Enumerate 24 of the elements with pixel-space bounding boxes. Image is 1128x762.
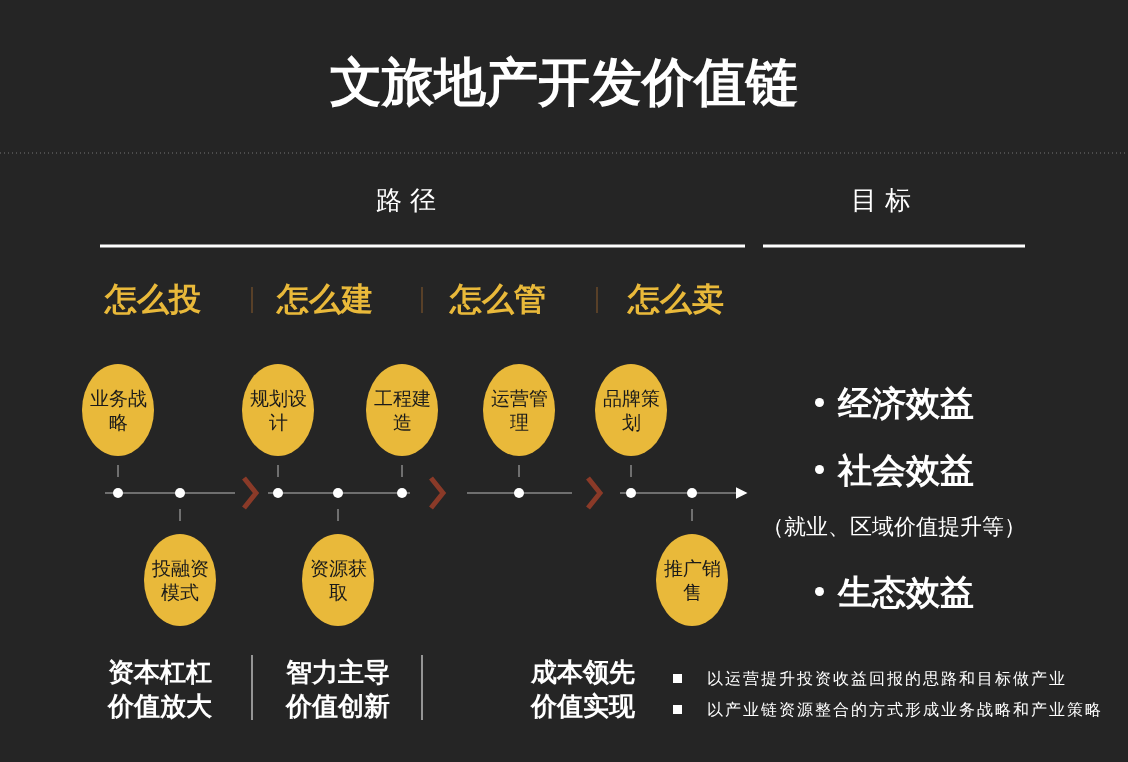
goal-item: 社会效益 bbox=[838, 449, 974, 492]
node-label: 推广销售 bbox=[663, 556, 721, 604]
list-item: 以运营提升投资收益回报的思路和目标做产业 bbox=[707, 668, 1068, 690]
node-label: 投融资模式 bbox=[151, 556, 209, 604]
step-heading: 怎么管 bbox=[450, 279, 546, 320]
node-label: 业务战略 bbox=[89, 386, 147, 434]
node-label: 工程建造 bbox=[373, 386, 431, 434]
section-heading: 路径 bbox=[375, 184, 445, 217]
goal-item: 经济效益 bbox=[838, 382, 974, 425]
node-label: 运营管理 bbox=[490, 386, 548, 434]
summary-text: 成本领先价值实现 bbox=[531, 656, 635, 723]
title: 文旅地产开发价值链 bbox=[329, 51, 799, 114]
node-label: 品牌策划 bbox=[602, 386, 660, 434]
summary-text: 智力主导价值创新 bbox=[286, 656, 390, 723]
note-text: （就业、区域价值提升等） bbox=[762, 513, 1026, 541]
node-label: 资源获取 bbox=[309, 556, 367, 604]
list-item: 以产业链资源整合的方式形成业务战略和产业策略 bbox=[707, 699, 1104, 721]
goal-item: 生态效益 bbox=[838, 571, 974, 614]
step-heading: 怎么投 bbox=[105, 279, 201, 320]
step-heading: 怎么建 bbox=[277, 279, 373, 320]
section-heading: 目标 bbox=[850, 184, 920, 217]
node-label: 规划设计 bbox=[249, 386, 307, 434]
summary-text: 资本杠杠价值放大 bbox=[108, 656, 212, 723]
step-heading: 怎么卖 bbox=[628, 279, 724, 320]
